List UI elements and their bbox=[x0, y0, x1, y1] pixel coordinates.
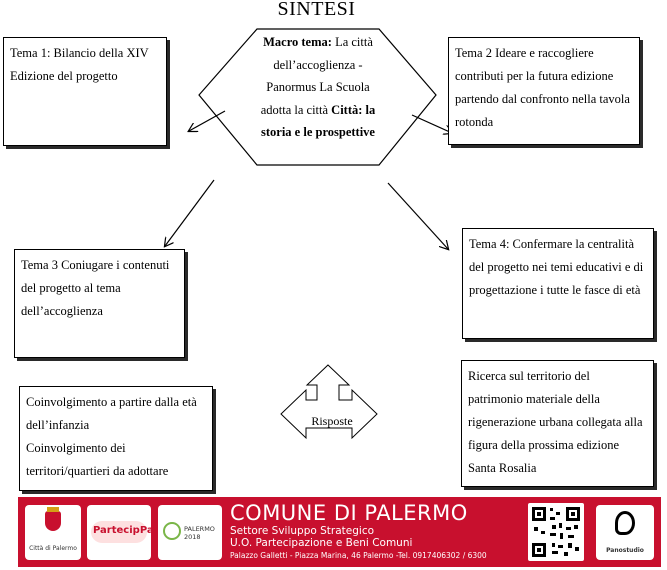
footer-banner: Città di Palermo PartecipPa PALERMO 2018… bbox=[18, 497, 661, 567]
panostudio-logo-caption: Panostudio bbox=[606, 547, 644, 554]
qr-code-icon bbox=[532, 507, 580, 557]
tema2-box: Tema 2 Ideare e raccogliere contributi p… bbox=[448, 37, 640, 145]
macro-theme-text: Macro tema: La città dell’accoglienza - … bbox=[243, 31, 393, 144]
arrow-to-tema2 bbox=[411, 114, 452, 133]
macro-theme-line1: La città bbox=[331, 35, 373, 49]
page-title: SINTESI bbox=[277, 0, 356, 20]
palermo-eagle-icon bbox=[45, 511, 61, 531]
partecipa-logo-text: PartecipPa bbox=[93, 525, 154, 536]
macro-theme-line4: adotta la città bbox=[260, 102, 332, 117]
qr-code-tile bbox=[528, 503, 584, 561]
risposte-label: Risposte bbox=[311, 414, 353, 428]
coinvolgimento-line2: Coinvolgimento dei territori/quartieri d… bbox=[26, 441, 169, 478]
tema2-text: Tema 2 Ideare e raccogliere contributi p… bbox=[455, 46, 630, 129]
ricerca-text: Ricerca sul territorio del patrimonio ma… bbox=[468, 369, 643, 475]
palermo-crown-icon bbox=[47, 507, 59, 512]
macro-theme-line2: dell’accoglienza - bbox=[273, 57, 363, 72]
arrow-to-tema4 bbox=[387, 182, 448, 249]
tema4-box: Tema 4: Confermare la centralità del pro… bbox=[462, 228, 654, 339]
palermo2018-logo-tile: PALERMO 2018 bbox=[158, 505, 222, 560]
ricerca-box: Ricerca sul territorio del patrimonio ma… bbox=[461, 360, 654, 487]
coinvolgimento-box: Coinvolgimento a partire dalla età dell’… bbox=[19, 386, 213, 491]
macro-theme-hexagon bbox=[198, 28, 437, 166]
footer-line1: Settore Sviluppo Strategico bbox=[230, 525, 375, 537]
arrow-to-tema3 bbox=[165, 179, 215, 246]
panostudio-logo-tile: Panostudio bbox=[596, 505, 654, 560]
partecipa-logo-icon bbox=[91, 521, 147, 543]
palermo2018-logo-icon bbox=[163, 522, 181, 540]
footer-address: Palazzo Galletti - Piazza Marina, 46 Pal… bbox=[230, 551, 487, 560]
macro-theme-line4-bold: Città: la bbox=[331, 102, 376, 117]
footer-line2: U.O. Partecipazione e Beni Comuni bbox=[230, 537, 413, 549]
coinvolgimento-line1: Coinvolgimento a partire dalla età dell’… bbox=[26, 395, 197, 432]
macro-theme-line5: storia e le prospettive bbox=[261, 125, 375, 139]
macro-theme-line3: Panormus La Scuola bbox=[266, 80, 370, 94]
risposte-three-way-arrow bbox=[280, 364, 378, 440]
tema3-text: Tema 3 Coniugare i contenuti del progett… bbox=[21, 258, 170, 318]
tema4-text: Tema 4: Confermare la centralità del pro… bbox=[469, 237, 644, 297]
footer-title: COMUNE DI PALERMO bbox=[230, 501, 468, 525]
macro-theme-label: Macro tema: bbox=[263, 35, 332, 49]
comune-logo-caption: Città di Palermo bbox=[29, 545, 77, 552]
tema1-box: Tema 1: Bilancio della XIV Edizione del … bbox=[3, 37, 167, 146]
partecipa-logo-tile: PartecipPa bbox=[87, 505, 154, 560]
palermo2018-logo-text: PALERMO 2018 bbox=[184, 525, 215, 541]
comune-logo-tile: Città di Palermo bbox=[25, 505, 81, 560]
tema3-box: Tema 3 Coniugare i contenuti del progett… bbox=[14, 249, 185, 358]
panostudio-logo-icon bbox=[615, 511, 635, 535]
tema1-text: Tema 1: Bilancio della XIV Edizione del … bbox=[10, 46, 149, 83]
arrow-to-tema1 bbox=[189, 110, 226, 131]
